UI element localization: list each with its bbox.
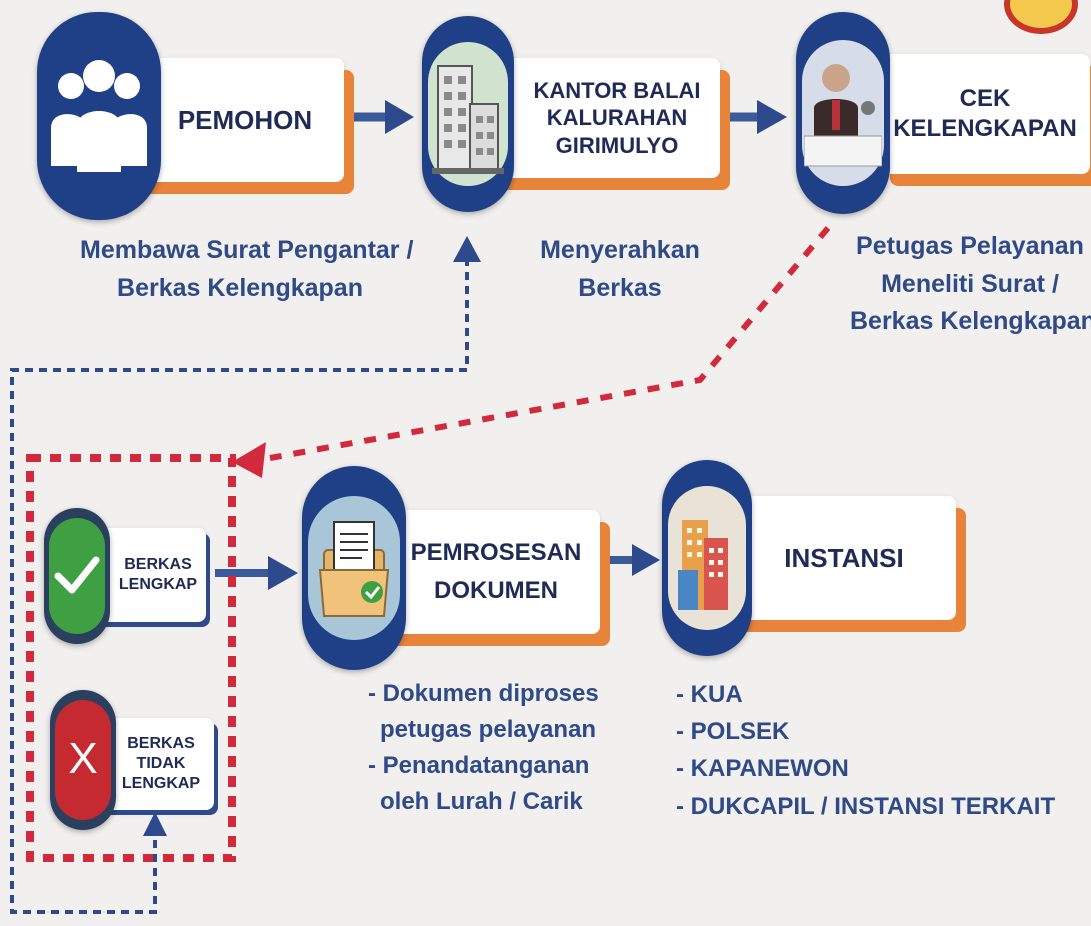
- office-building-icon: [432, 65, 504, 174]
- pemrosesan-circle: [302, 466, 406, 670]
- pemrosesan-list: - Dokumen diproses petugas pelayanan - P…: [368, 676, 599, 820]
- pemrosesan-item-3: - Penandatanganan: [368, 752, 590, 779]
- arrow-lengkap-to-pemrosesan: [215, 556, 298, 590]
- cek-desc-line2: Meneliti Surat /: [881, 269, 1059, 298]
- berkas-tidak-lengkap-line1: BERKAS TIDAK: [127, 735, 195, 772]
- card-instansi: INSTANSI: [712, 496, 956, 620]
- selection-box: [26, 454, 236, 862]
- pemrosesan-item-1: - Dokumen diproses: [368, 680, 599, 707]
- document-folder-icon: [318, 521, 390, 617]
- kantor-title-line2: KALURAHAN GIRIMULYO: [546, 105, 688, 158]
- cek-description: Petugas Pelayanan Meneliti Surat / Berka…: [850, 228, 1091, 341]
- berkas-tidak-lengkap-line2: LENGKAP: [121, 775, 201, 792]
- instansi-circle: [662, 460, 752, 656]
- instansi-item-3: - KAPANEWON: [676, 755, 849, 783]
- tidak-lengkap-circle: X: [50, 690, 116, 830]
- pemohon-desc-line2: Berkas Kelengkapan: [117, 273, 363, 302]
- kantor-title-line1: KANTOR BALAI: [533, 77, 701, 103]
- berkas-lengkap-line2: LENGKAP: [118, 576, 198, 593]
- berkas-lengkap-title: BERKAS LENGKAP: [110, 528, 206, 622]
- pemohon-desc-line1: Membawa Surat Pengantar /: [80, 236, 414, 264]
- lengkap-circle: [44, 508, 110, 644]
- pemrosesan-title-line2: DOKUMEN: [434, 577, 558, 604]
- pemrosesan-item-4: oleh Lurah / Carik: [380, 788, 583, 815]
- card-berkas-lengkap: BERKAS LENGKAP: [96, 528, 206, 622]
- red-dashed-return-path: [232, 226, 831, 478]
- instansi-item-4: - DUKCAPIL / INSTANSI TERKAIT: [676, 792, 1056, 820]
- kantor-description: Menyerahkan Berkas: [540, 236, 700, 302]
- arrow-pemrosesan-to-instansi: [600, 544, 660, 576]
- berkas-tidak-lengkap-title: BERKAS TIDAK LENGKAP: [108, 718, 214, 810]
- pemohon-circle: [37, 12, 161, 220]
- cek-title: CEK KELENGKAPAN: [893, 85, 1077, 142]
- city-buildings-icon: [678, 520, 728, 610]
- arrow-kantor-to-cek: [720, 100, 787, 134]
- check-icon: [54, 556, 100, 594]
- card-pemrosesan: PEMROSESAN DOKUMEN: [372, 510, 600, 634]
- instansi-item-2: - POLSEK: [676, 718, 790, 746]
- card-cek: CEK KELENGKAPAN: [880, 54, 1090, 174]
- card-kantor: KANTOR BALAI KALURAHAN GIRIMULYO: [488, 58, 720, 178]
- pemohon-title: PEMOHON: [177, 104, 313, 135]
- kantor-circle: [422, 16, 514, 212]
- pemrosesan-title-line1: PEMROSESAN: [410, 538, 582, 566]
- pemrosesan-item-2: petugas pelayanan: [380, 716, 597, 743]
- cek-desc-line1: Petugas Pelayanan: [856, 232, 1084, 260]
- service-officer-icon: [804, 64, 882, 167]
- blue-dashed-loop: [10, 236, 481, 914]
- people-icon: [51, 60, 147, 172]
- instansi-title: INSTANSI: [784, 542, 904, 573]
- cek-desc-line3: Berkas Kelengkapan: [850, 307, 1091, 335]
- pemrosesan-title: PEMROSESAN DOKUMEN: [392, 510, 600, 634]
- kantor-title: KANTOR BALAI KALURAHAN GIRIMULYO: [514, 58, 720, 178]
- instansi-item-1: - KUA: [676, 681, 743, 708]
- berkas-lengkap-line1: BERKAS: [124, 556, 192, 573]
- x-icon: X: [68, 734, 98, 783]
- cek-circle: [796, 12, 890, 214]
- pemohon-description: Membawa Surat Pengantar / Berkas Kelengk…: [80, 232, 414, 307]
- instansi-list: - KUA - POLSEK - KAPANEWON - DUKCAPIL / …: [676, 676, 1056, 825]
- arrow-pemohon-to-kantor: [352, 100, 414, 134]
